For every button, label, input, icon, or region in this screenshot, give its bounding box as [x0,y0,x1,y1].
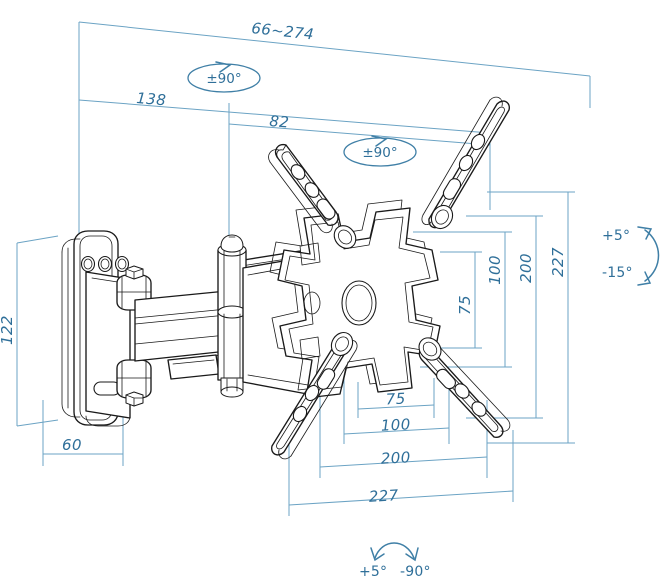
wall-plate-hole-2 [97,255,113,273]
tilt-indicator: +5° -15° [602,226,660,286]
rotation-arrow-head-top [215,61,232,73]
vesa-plate [269,199,441,399]
dim-vesa-h100-label: 100 [380,415,411,435]
vesa-arm-tr-slot [442,178,462,200]
wall-plate-hole-3 [114,255,130,273]
dim-vesa-v75-label: 75 [456,295,474,315]
dim-wallplate-height-label: 122 [0,315,16,345]
dim-vesa-h200-label: 200 [380,448,411,468]
vesa-arm-bl-slot [316,368,336,390]
rotate-arrow-head-left [370,547,385,562]
swivel-top-label: ±90° [206,71,241,87]
dim-vesa-v200-label: 200 [517,253,535,283]
dim-plate-w227-label: 227 [368,486,399,506]
dim-vesa-v100-label: 100 [486,255,504,285]
vesa-arm-top-right [421,96,510,230]
dimline-extension-range [79,22,590,76]
tilt-down-label: -15° [602,265,633,281]
rotate-arrow-head-right [405,547,419,562]
wall-plate-hole-1 [80,255,96,273]
dimline-plate-w227 [289,491,513,505]
elbow-joint [217,234,247,398]
tilt-arc-double-arrow-icon [644,229,660,282]
dimline-forearm [229,124,490,145]
swivel-indicator-mid: ±90° [343,135,417,167]
dimline-vesa-h75 [358,405,434,409]
vesa-arm-bottom-right [418,337,511,438]
rotation-arrow-head-mid [371,135,388,147]
dim-wallplate-width-label: 60 [62,436,82,454]
vesa-arm-bottom-left [271,331,358,460]
vesa-arm-bl-hole-2 [304,384,320,402]
dimline-arm-span [79,100,490,133]
vesa-arm-bl-hole-1 [292,405,308,423]
dimext-122-top [16,235,59,244]
vesa-arm-tl-hole-1 [290,164,306,180]
vesa-arm-tr-hole-2 [458,154,474,172]
dimline-vesa-h200 [320,457,487,467]
vesa-arm-br-slot [436,368,456,390]
rotate-down-label: -90° [400,564,431,580]
dim-forearm-label: 82 [269,112,290,132]
vesa-arm-tr-hole-1 [470,133,486,151]
rotate-indicator: +5° -90° [359,542,431,580]
dimline-vesa-h100 [344,428,449,434]
vesa-center-hole [341,280,377,326]
vesa-arm-top-left [268,143,357,249]
tilt-arrow-head-up [637,226,653,240]
cable-clip [167,354,220,380]
tilt-bracket-details [299,242,321,360]
tilt-up-label: +5° [602,228,630,244]
dimension-lines-group [16,22,591,516]
wall-plate-slot [93,381,121,396]
dim-arm-span-label: 138 [136,89,167,109]
rotate-up-label: +5° [359,564,387,580]
vesa-arm-br-hole-1 [471,401,487,417]
rotate-arc-double-arrow-icon [374,542,415,559]
wall-hinge-lower [116,359,152,407]
dimext-122-bottom [16,419,59,427]
vesa-arm-tl-hole-2 [304,182,320,198]
swivel-indicator-top: ±90° [187,61,261,93]
dim-vesa-h75-label: 75 [385,389,406,408]
tilt-arrow-head-down [637,271,652,286]
dim-plate-h227-label: 227 [549,247,567,277]
vesa-arm-br-hole-2 [454,383,470,399]
vesa-arm-tl-slot [316,198,336,220]
swivel-mid-label: ±90° [362,145,397,161]
